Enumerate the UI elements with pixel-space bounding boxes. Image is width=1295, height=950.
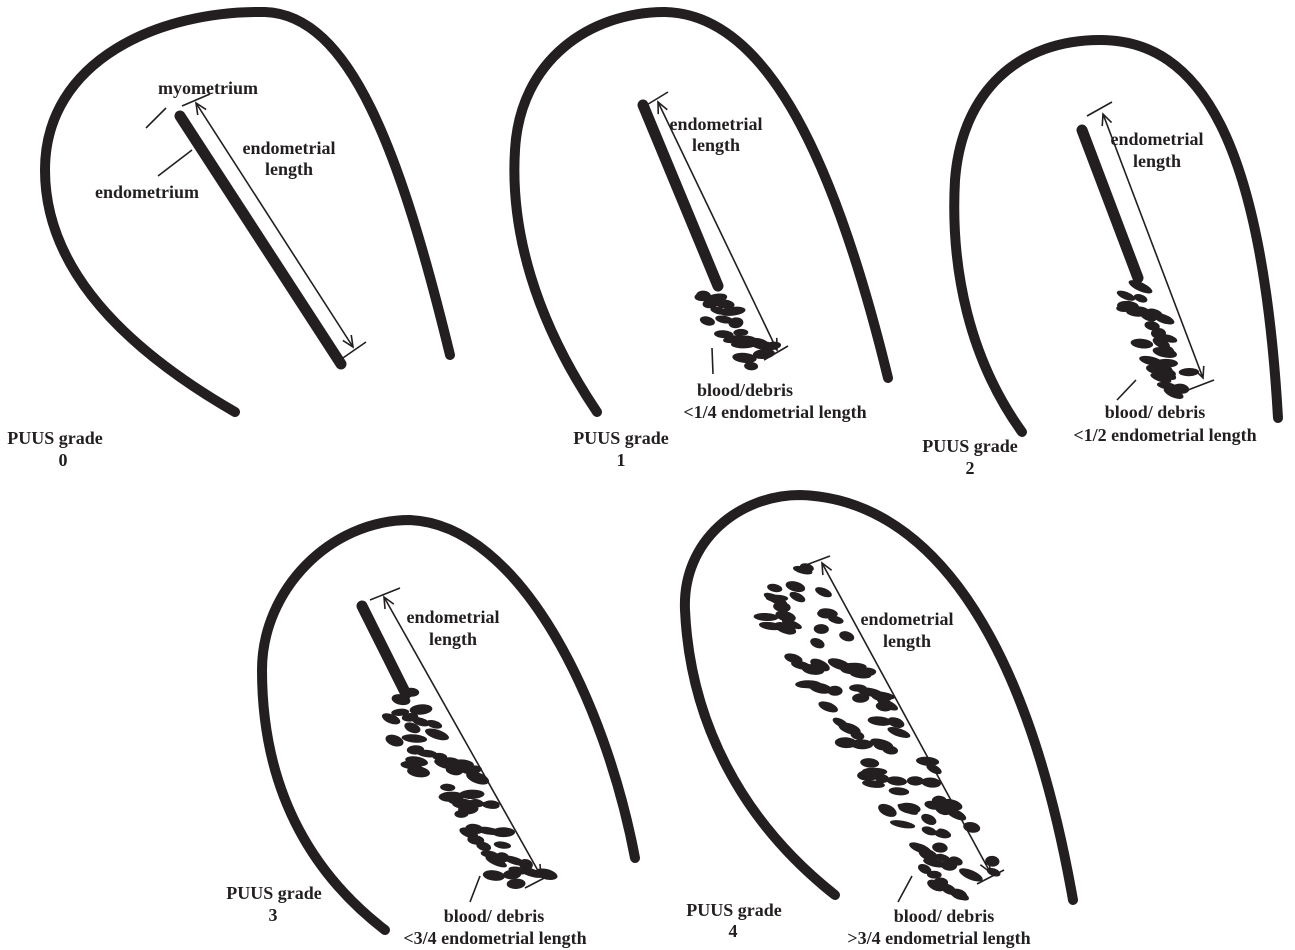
debris-label-line1: blood/debris xyxy=(697,380,793,400)
debris-blob xyxy=(459,789,485,799)
debris-blob xyxy=(1115,289,1136,303)
length-label-line2: length xyxy=(265,159,313,179)
grade-value: 4 xyxy=(729,921,738,941)
debris-label-line2: <1/2 endometrial length xyxy=(1073,425,1256,445)
debris-blob xyxy=(919,812,938,828)
grade-label: PUUS grade xyxy=(7,428,103,448)
debris-blob xyxy=(1130,338,1154,350)
debris-blob xyxy=(493,840,511,849)
debris-blob xyxy=(753,612,778,621)
panel-grade-4: endometrial length blood/ debris >3/4 en… xyxy=(685,495,1073,948)
debris-blob xyxy=(886,775,907,786)
debris-blob xyxy=(784,579,806,594)
debris-blob xyxy=(401,733,427,743)
length-label-line1: endometrial xyxy=(1111,129,1204,149)
debris-blob xyxy=(384,733,405,749)
myometrium-pointer xyxy=(146,108,166,128)
grade-label: PUUS grade xyxy=(226,883,322,903)
debris-blob xyxy=(907,776,924,786)
debris-blob xyxy=(1179,368,1200,377)
debris-blob xyxy=(766,595,789,603)
panel-grade-2: endometrial length blood/ debris <1/2 en… xyxy=(922,40,1278,478)
length-label-line2: length xyxy=(429,629,477,649)
debris-blob xyxy=(838,629,856,643)
debris-blob xyxy=(492,827,515,837)
debris-pointer xyxy=(470,876,480,902)
debris-cluster xyxy=(694,290,781,371)
length-label-line2: length xyxy=(883,631,931,651)
endometrium-stripe xyxy=(1082,130,1138,278)
uterine-wall xyxy=(262,520,635,930)
debris-blob xyxy=(506,878,525,889)
length-label-line1: endometrial xyxy=(670,114,763,134)
debris-blob xyxy=(482,869,505,882)
debris-blob xyxy=(425,718,443,730)
debris-blob xyxy=(766,583,783,594)
uterine-wall xyxy=(514,12,888,412)
debris-blob xyxy=(440,783,456,791)
debris-label-line2: >3/4 endometrial length xyxy=(847,928,1030,948)
length-label-line2: length xyxy=(692,135,740,155)
length-start-tick xyxy=(798,556,830,568)
grade-label: PUUS grade xyxy=(573,428,669,448)
panel-grade-0: myometrium endometrium endometrial lengt… xyxy=(7,12,450,470)
debris-blob xyxy=(1133,292,1149,304)
length-label-line1: endometrial xyxy=(861,609,954,629)
endometrium-pointer xyxy=(158,150,192,176)
grade-value: 3 xyxy=(269,905,278,925)
debris-cluster xyxy=(1115,277,1199,401)
debris-blob xyxy=(876,801,899,819)
panel-grade-1: endometrial length blood/debris <1/4 end… xyxy=(514,12,888,470)
debris-blob xyxy=(809,636,826,650)
debris-pointer xyxy=(898,876,912,902)
grade-value: 0 xyxy=(59,450,68,470)
debris-blob xyxy=(921,825,938,837)
length-label-line2: length xyxy=(1133,151,1181,171)
length-start-tick xyxy=(645,92,668,106)
debris-label-line1: blood/ debris xyxy=(1105,402,1206,422)
length-start-tick xyxy=(1087,102,1112,116)
endometrium-stripe xyxy=(362,606,406,694)
debris-blob xyxy=(860,757,880,768)
length-end-tick xyxy=(340,342,366,360)
debris-pointer xyxy=(1117,380,1136,400)
debris-blob xyxy=(814,585,834,599)
debris-blob xyxy=(813,624,829,635)
length-end-tick xyxy=(1188,380,1214,390)
debris-label-line2: <1/4 endometrial length xyxy=(683,402,866,422)
debris-blob xyxy=(733,329,748,337)
uterine-wall xyxy=(954,40,1278,432)
debris-blob xyxy=(934,829,952,840)
length-label-line1: endometrial xyxy=(407,607,500,627)
debris-label-line1: blood/ debris xyxy=(444,906,545,926)
grade-label: PUUS grade xyxy=(686,900,782,920)
debris-blob xyxy=(931,842,948,854)
grade-label: PUUS grade xyxy=(922,436,1018,456)
debris-blob xyxy=(888,786,909,796)
debris-blob xyxy=(889,819,915,830)
endometrium-label: endometrium xyxy=(95,182,199,202)
debris-pointer xyxy=(712,348,713,374)
debris-label-line1: blood/ debris xyxy=(894,906,995,926)
grade-value: 2 xyxy=(966,458,975,478)
grade-value: 1 xyxy=(617,450,626,470)
debris-label-line2: <3/4 endometrial length xyxy=(403,928,586,948)
myometrium-label: myometrium xyxy=(158,78,258,98)
debris-blob xyxy=(817,699,839,715)
length-label-line1: endometrial xyxy=(243,138,336,158)
debris-blob xyxy=(699,315,716,327)
panel-grade-3: endometrial length blood/ debris <3/4 en… xyxy=(226,520,635,948)
